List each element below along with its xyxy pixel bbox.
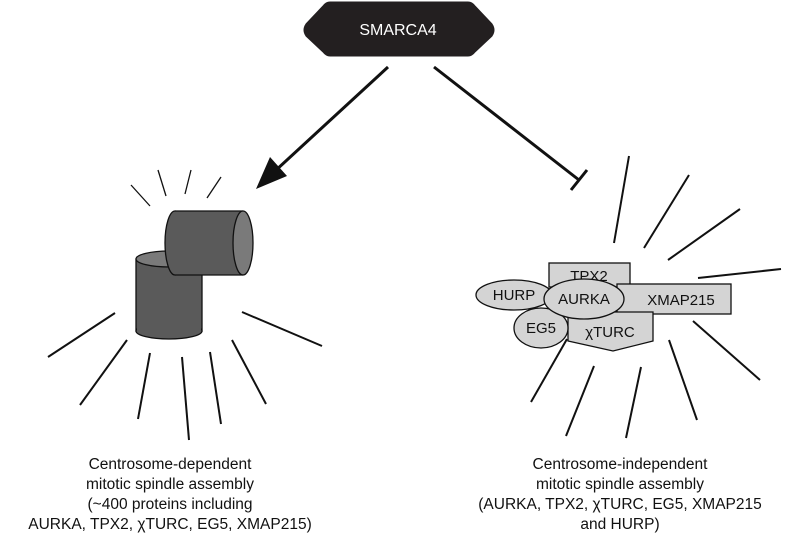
protein-gturc: χTURC	[567, 311, 654, 352]
caption-centrosome-independent: Centrosome-independent mitotic spindle a…	[452, 455, 788, 535]
caption-right-line-1: Centrosome-independent	[532, 456, 708, 473]
activation-arrow-line	[260, 65, 390, 185]
protein-complex-group: TPX2 XMAP215 HURP χTURC EG5 AURKA	[475, 155, 782, 439]
caption-right-line-4: and HURP)	[580, 516, 660, 533]
centriole-horizontal	[164, 210, 254, 276]
caption-centrosome-dependent: Centrosome-dependent mitotic spindle ass…	[0, 455, 340, 535]
inhibition-bar	[569, 169, 589, 191]
protein-eg5: EG5	[513, 307, 569, 349]
centrosome-glow-top	[130, 169, 222, 207]
smarca4-node: SMARCA4	[303, 1, 495, 57]
inhibition-line-stem	[433, 65, 580, 182]
caption-left-line-3: (~400 proteins including	[87, 496, 253, 513]
protein-eg5-label: EG5	[526, 320, 556, 337]
caption-left-line-4: AURKA, TPX2, χTURC, EG5, XMAP215)	[28, 516, 312, 533]
activation-arrow	[256, 65, 390, 189]
protein-xmap215: XMAP215	[616, 283, 732, 315]
caption-right-line-3: (AURKA, TPX2, χTURC, EG5, XMAP215	[478, 496, 762, 513]
inhibition-line	[433, 65, 589, 191]
caption-right-line-2: mitotic spindle assembly	[536, 476, 704, 493]
protein-gturc-label: χTURC	[585, 324, 635, 341]
smarca4-node-shape	[303, 1, 495, 57]
protein-xmap215-label: XMAP215	[647, 292, 715, 309]
caption-left-line-2: mitotic spindle assembly	[86, 476, 254, 493]
protein-aurka: AURKA	[543, 278, 625, 320]
protein-hurp: HURP	[475, 279, 553, 311]
centrosome-spindle-lines	[47, 311, 323, 441]
complex-spindle-lines	[530, 155, 782, 439]
activation-arrowhead	[256, 157, 287, 189]
centrosome-group	[47, 169, 323, 441]
protein-hurp-label: HURP	[493, 287, 536, 304]
smarca4-label: SMARCA4	[359, 22, 436, 39]
caption-left-line-1: Centrosome-dependent	[88, 456, 252, 473]
protein-aurka-label: AURKA	[558, 291, 610, 308]
